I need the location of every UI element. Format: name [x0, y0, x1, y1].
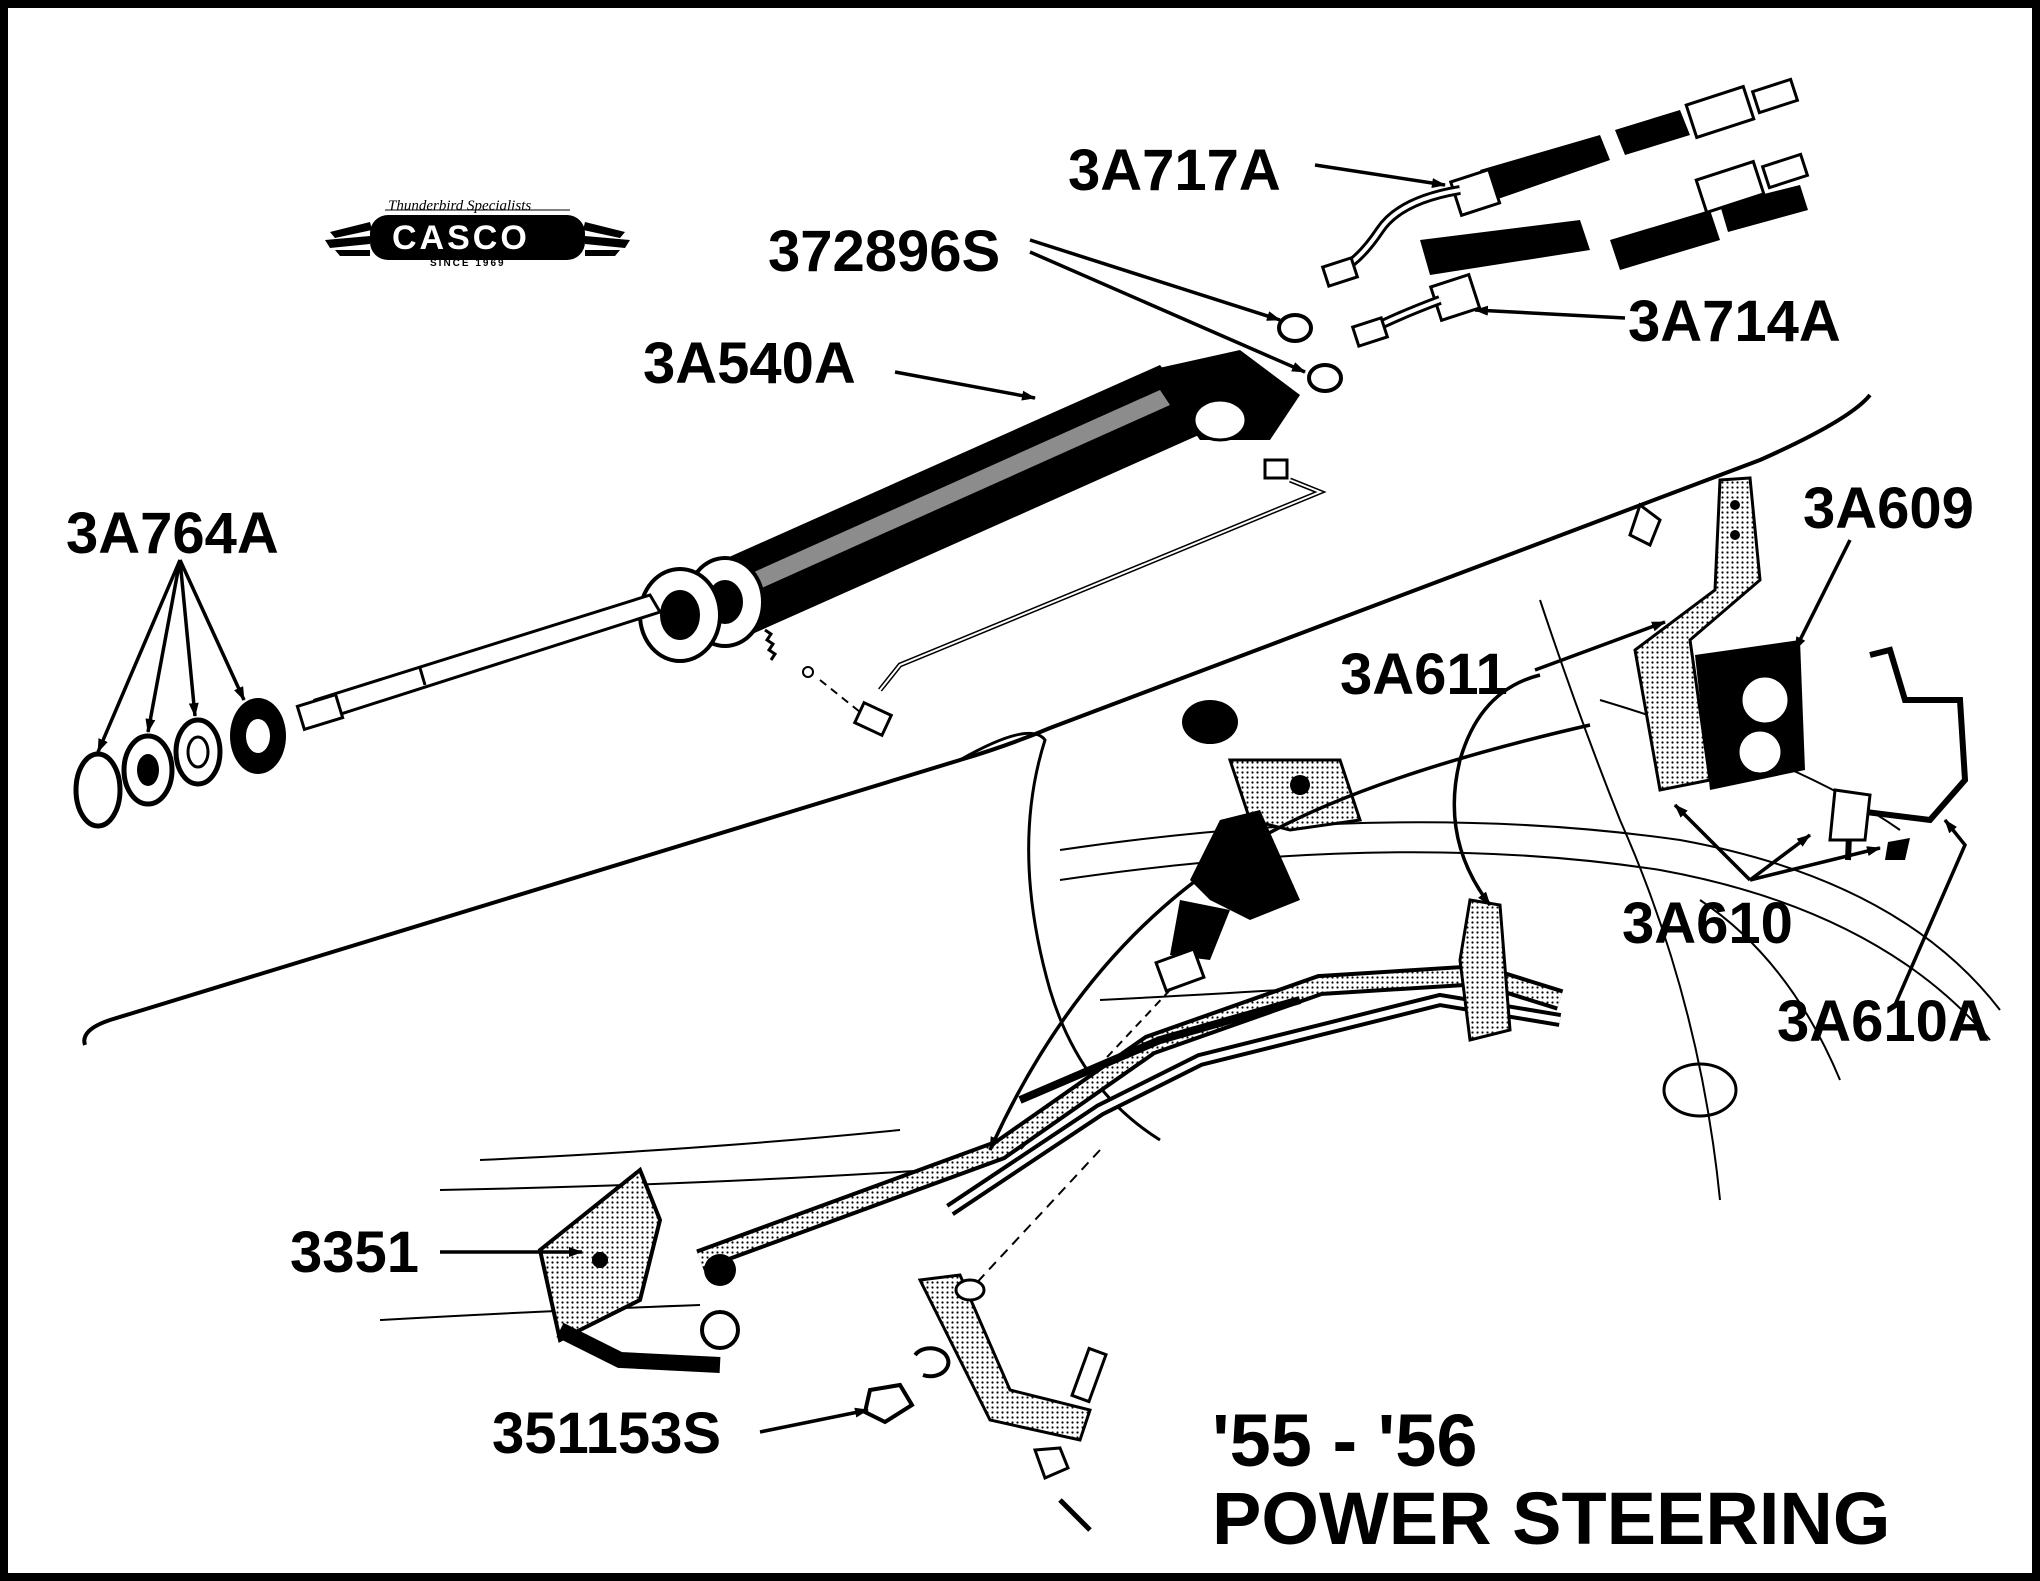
piston-rod — [295, 593, 663, 732]
body-panel-outline — [82, 393, 1872, 1046]
power-cylinder — [638, 350, 1300, 663]
label-351153S: 351153S — [492, 1401, 722, 1466]
tube-nut — [852, 700, 894, 738]
tube-fitting — [1263, 458, 1289, 480]
hose-assemblies — [1320, 77, 1810, 349]
label-372896S: 372896S — [768, 219, 1001, 284]
title-years: '55 - '56 — [1212, 1399, 1478, 1482]
casco-logo-art — [325, 209, 630, 260]
idler-arm-parts — [862, 1273, 1108, 1532]
label-3351: 3351 — [290, 1220, 420, 1285]
label-3A610: 3A610 — [1622, 891, 1793, 956]
label-3A717A: 3A717A — [1068, 138, 1281, 203]
logo-tagline: Thunderbird Specialists — [388, 198, 532, 214]
spring-ball — [764, 628, 861, 713]
label-3A610A: 3A610A — [1777, 989, 1990, 1054]
steering-linkage — [537, 898, 1564, 1373]
label-3A714A: 3A714A — [1628, 289, 1841, 354]
label-3A540A: 3A540A — [643, 331, 856, 396]
control-valve — [1019, 700, 1362, 1151]
label-3A764A: 3A764A — [66, 501, 279, 566]
logo-name: CASCO — [392, 219, 530, 257]
leader-arrows — [96, 163, 1968, 1434]
logo-since: SINCE 1969 — [430, 258, 506, 269]
label-3A611: 3A611 — [1340, 642, 1508, 707]
seal-kit-parts — [73, 698, 286, 829]
label-3A609: 3A609 — [1803, 476, 1974, 541]
seat-fittings — [1277, 313, 1343, 393]
title-text: POWER STEERING — [1212, 1477, 1891, 1560]
mount-brackets — [1628, 476, 1969, 861]
firewall-hole — [1662, 1062, 1738, 1118]
